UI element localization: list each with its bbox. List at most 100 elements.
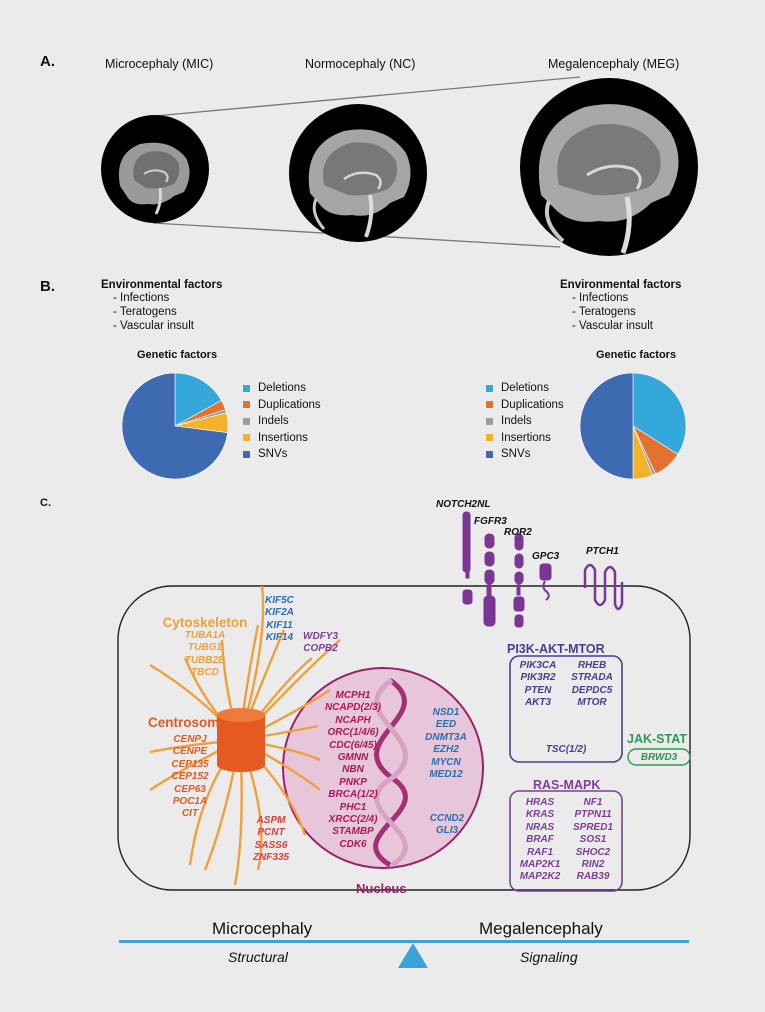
gene-label: PHC1 xyxy=(339,801,367,813)
gene-label: ORC(1/4/6) xyxy=(327,727,379,739)
pi3k-box xyxy=(509,655,623,763)
legend-item: Indels xyxy=(243,413,321,430)
balance-right-sub: Signaling xyxy=(520,949,578,965)
left-genetic-title: Genetic factors xyxy=(137,349,218,361)
legend-label: SNVs xyxy=(501,448,531,461)
pi3k-col2: RHEB STRADA DEPDC5 MTOR xyxy=(568,660,616,710)
legend-label: Duplications xyxy=(258,398,321,411)
gene-label: MAP2K1 xyxy=(519,859,561,871)
legend-swatch xyxy=(243,384,250,392)
right-env-block: Environmental factors - Infections - Ter… xyxy=(560,279,681,333)
gene-label: ASPM xyxy=(256,815,286,826)
gene-label: KRAS xyxy=(525,809,555,821)
ras-title: RAS-MAPK xyxy=(533,778,601,792)
legend-item: Insertions xyxy=(243,430,321,447)
gene-label: RAF1 xyxy=(526,846,554,858)
gene-label: NRAS xyxy=(525,821,555,833)
right-env-title: Environmental factors xyxy=(560,279,682,291)
legend-label: Indels xyxy=(501,415,532,428)
legend-swatch xyxy=(243,434,250,442)
gene-label: EZH2 xyxy=(433,744,459,756)
ras-col2: NF1 PTPN11 SPRED1 SOS1 SHOC2 RIN2 RAB39 xyxy=(568,797,618,884)
legend-item: SNVs xyxy=(243,446,321,463)
pi3k-title: PI3K-AKT-MTOR xyxy=(507,642,605,656)
gene-label: PNKP xyxy=(339,776,367,788)
panel-a-label: A. xyxy=(40,53,55,70)
cytoskeleton-group: Cytoskeleton TUBA1A TUBG1 TUBB2B TBCD xyxy=(155,615,255,680)
gene-label: CIT xyxy=(181,808,199,820)
left-env-item: - Infections xyxy=(113,292,170,304)
gene-label: PCNT xyxy=(257,827,285,839)
mri-microcephaly xyxy=(101,115,209,223)
gene-label: COPB2 xyxy=(303,643,338,655)
centrosome-title: Centrosome xyxy=(148,715,227,730)
wdfy-group: WDFY3 COPB2 xyxy=(303,631,338,656)
nucleus-blue-genes: NSD1 EED DNMT3A EZH2 MYCN MED12 xyxy=(418,707,474,781)
kinesin-group: KIF5C KIF2A KIF11 KIF14 xyxy=(265,595,294,645)
ras-col1: HRAS KRAS NRAS BRAF RAF1 MAP2K1 MAP2K2 xyxy=(516,797,564,884)
legend-swatch xyxy=(243,450,250,458)
gene-label: POC1A xyxy=(172,796,208,808)
legend-swatch xyxy=(486,401,493,409)
gene-label: SOS1 xyxy=(579,834,607,846)
cytoskeleton-title: Cytoskeleton xyxy=(162,615,248,630)
gene-label: TSC(1/2) xyxy=(545,744,587,755)
gene-label: NSD1 xyxy=(432,707,460,718)
gene-label: RAB39 xyxy=(576,871,610,883)
gene-label: KIF2A xyxy=(265,607,294,619)
gene-label: PTEN xyxy=(524,684,552,696)
left-env-block: Environmental factors - Infections - Ter… xyxy=(101,279,222,333)
gene-label: EED xyxy=(435,719,457,731)
receptor-notch2nl: NOTCH2NL xyxy=(436,499,491,510)
gene-label: CEP152 xyxy=(171,771,209,783)
left-env-item: - Teratogens xyxy=(113,306,177,318)
gene-label: CEP63 xyxy=(174,783,206,795)
right-genetic-pie xyxy=(579,372,687,480)
gene-label: RIN2 xyxy=(581,859,605,871)
mri-normocephaly xyxy=(289,104,427,242)
gene-label: STRADA xyxy=(571,672,613,684)
gene-label: RHEB xyxy=(577,660,607,671)
receptor-ptch1: PTCH1 xyxy=(586,546,619,557)
panel-b-label: B. xyxy=(40,278,55,295)
ras-box xyxy=(509,790,623,892)
legend-label: Insertions xyxy=(501,431,551,444)
meg-title: Megalencephaly (MEG) xyxy=(548,57,680,71)
balance-scale-icon xyxy=(119,940,689,968)
legend-swatch xyxy=(486,434,493,442)
gene-label: MTOR xyxy=(577,697,607,709)
gene-label: CCND2 xyxy=(429,813,465,824)
gene-label: TBCD xyxy=(191,667,219,679)
gene-label: NCAPD(2/3) xyxy=(324,702,382,714)
gene-label: TUBA1A xyxy=(184,630,226,641)
right-env-item: - Teratogens xyxy=(572,306,636,318)
gene-label: KIF5C xyxy=(265,595,294,606)
gene-label: MYCN xyxy=(431,756,461,768)
gene-label: CENPJ xyxy=(173,734,207,745)
receptor-gpc3: GPC3 xyxy=(532,551,560,562)
centrosome-shape xyxy=(217,708,265,772)
nucleus-title: Nucleus xyxy=(356,881,407,896)
gene-label: NCAPH xyxy=(335,714,371,726)
cell-diagram xyxy=(117,511,691,892)
nc-title: Normocephaly (NC) xyxy=(305,57,416,71)
gene-label: SHOC2 xyxy=(575,846,611,858)
gene-label: XRCC(2/4) xyxy=(328,814,378,826)
gene-label: AKT3 xyxy=(524,697,552,709)
gene-label: MAP2K2 xyxy=(519,871,561,883)
gene-label: ZNF335 xyxy=(252,852,290,864)
gene-label: DNMT3A xyxy=(425,731,467,743)
receptor-ror2: ROR2 xyxy=(504,527,532,538)
left-env-item: - Vascular insult xyxy=(113,320,194,332)
right-env-item: - Infections xyxy=(572,292,629,304)
legend-item: Duplications xyxy=(486,397,564,414)
gene-label: MED12 xyxy=(429,769,463,781)
gene-label: DEPDC5 xyxy=(571,684,613,696)
receptor-fgfr3: FGFR3 xyxy=(474,516,507,527)
balance-right-label: Megalencephaly xyxy=(479,919,603,938)
legend-item: Deletions xyxy=(243,380,321,397)
legend-swatch xyxy=(243,417,250,425)
gene-label: WDFY3 xyxy=(303,631,338,642)
left-pie-slice-deletions xyxy=(174,372,222,427)
jak-box xyxy=(627,748,691,766)
